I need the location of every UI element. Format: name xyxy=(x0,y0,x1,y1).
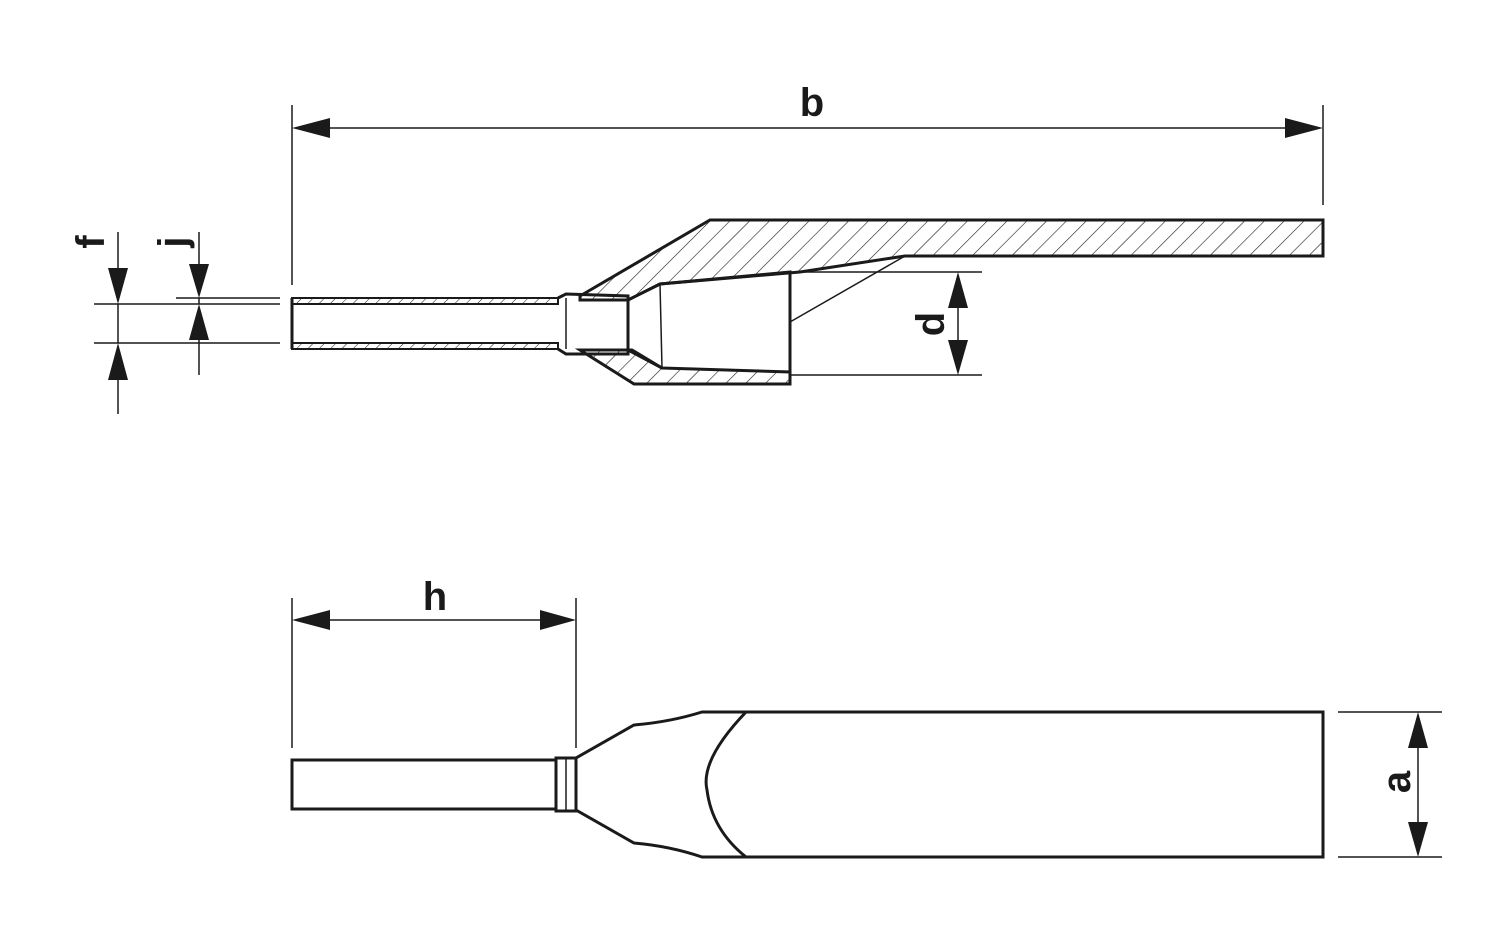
exterior-view xyxy=(290,710,1325,859)
dimension-j: j xyxy=(151,232,209,375)
funnel-diagonal xyxy=(789,255,906,323)
dimension-d: d xyxy=(909,272,968,375)
dimension-h: h xyxy=(291,575,577,748)
metal-pin xyxy=(290,758,558,811)
dimension-label-a: a xyxy=(1375,770,1419,793)
dimension-a: a xyxy=(1338,711,1442,858)
dimension-label-f: f xyxy=(69,235,113,249)
funnel-line-upper xyxy=(659,283,663,369)
collar-body xyxy=(574,710,1325,859)
collar-face-curve xyxy=(704,710,748,859)
dimension-label-j: j xyxy=(151,236,195,248)
dimension-label-b: b xyxy=(800,81,824,125)
tube-wall-upper xyxy=(291,297,559,305)
section-view xyxy=(94,218,1325,386)
dimension-label-h: h xyxy=(423,575,447,619)
dimension-label-d: d xyxy=(909,312,953,336)
collar-upper-wall xyxy=(578,218,1325,302)
dimension-f: f xyxy=(69,232,128,414)
tube-wall-lower xyxy=(291,342,559,350)
tube-flare xyxy=(557,292,630,356)
dimension-b: b xyxy=(291,81,1324,285)
funnel-inner xyxy=(627,270,792,384)
